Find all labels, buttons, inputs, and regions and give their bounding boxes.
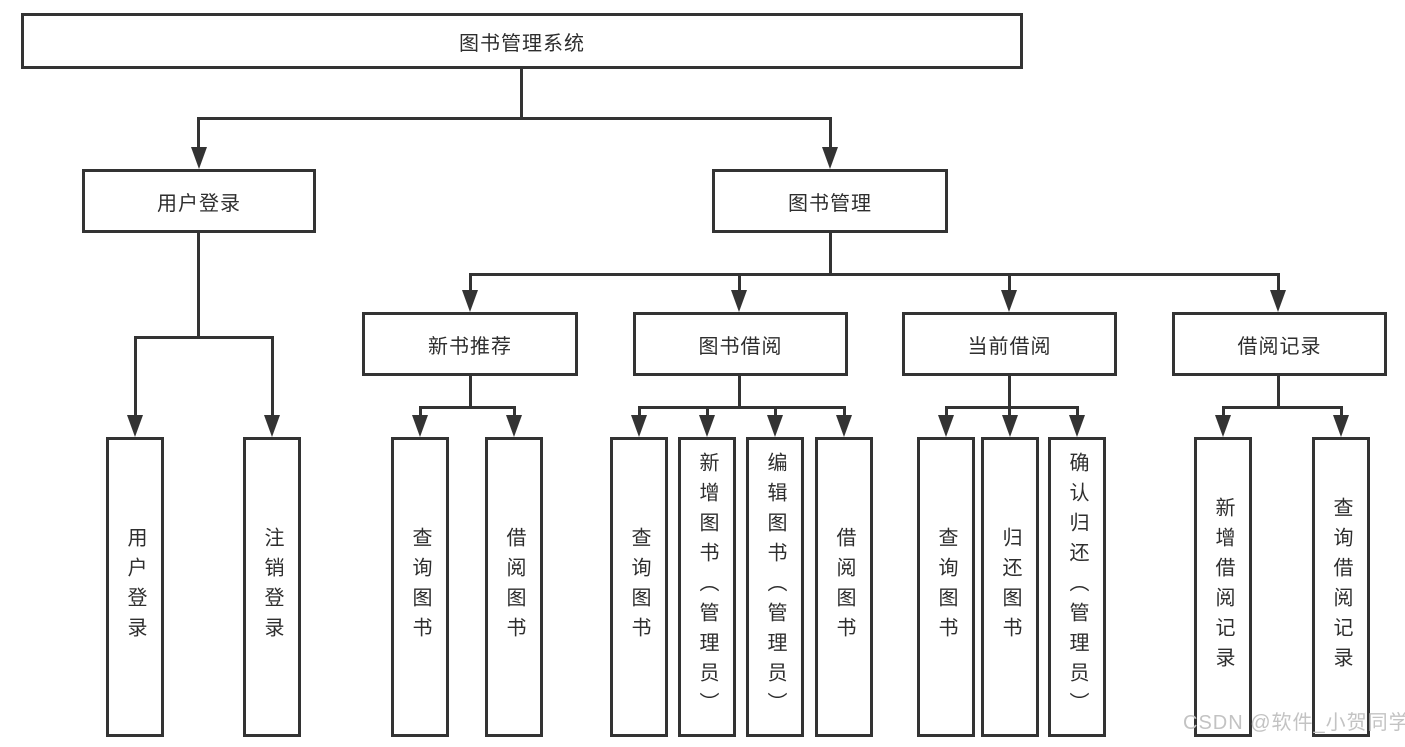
edge-to-return-book [1008,406,1011,418]
arrowhead-add-borrow-record [1215,415,1231,437]
leaf-query-books-3: 查询图书 [917,437,975,737]
leaf-edit-book-admin: 编辑图书（管理员） [746,437,804,737]
edge-to-book-management [829,117,832,150]
edge-book-management-stem [829,233,832,276]
edge-to-add-book [706,406,709,418]
arrowhead-return-book [1002,415,1018,437]
edge-current-borrow-stem [1008,376,1011,409]
arrowhead-current-borrow [1001,290,1017,312]
arrowhead-user-login [191,147,207,169]
leaf-logout: 注销登录 [243,437,301,737]
edge-new-book-rail [419,406,516,409]
node-book-borrowing: 图书借阅 [633,312,848,376]
edge-book-borrow-rail [638,406,846,409]
node-borrowing-records: 借阅记录 [1172,312,1387,376]
arrowhead-borrow-books-2 [836,415,852,437]
arrowhead-confirm-return [1069,415,1085,437]
arrowhead-borrow-records [1270,290,1286,312]
edge-root-stem [520,68,523,120]
leaf-borrow-books-2: 借阅图书 [815,437,873,737]
node-new-book-recommendation: 新书推荐 [362,312,578,376]
edge-to-borrow-records [1277,273,1280,293]
leaf-user-login: 用户登录 [106,437,164,737]
branch-book-management: 图书管理 [712,169,948,233]
edge-to-edit-book [774,406,777,418]
leaf-query-borrow-record: 查询借阅记录 [1312,437,1370,737]
edge-to-confirm-return [1076,406,1079,418]
edge-book-management-rail [469,273,1280,276]
arrowhead-leaf-logout [264,415,280,437]
leaf-borrow-books-1: 借阅图书 [485,437,543,737]
edge-book-borrow-stem [738,376,741,409]
csdn-watermark: CSDN @软件_小贺同学 [1183,712,1405,734]
edge-to-query-books-3 [945,406,948,418]
edge-to-query-borrow-record [1340,406,1343,418]
arrowhead-new-book [462,290,478,312]
arrowhead-leaf-user-login [127,415,143,437]
edge-to-leaf-logout [271,336,274,418]
edge-to-book-borrow [738,273,741,293]
arrowhead-query-books-3 [938,415,954,437]
edge-to-query-books-1 [419,406,422,418]
edge-user-login-rail [134,336,274,339]
edge-root-rail [197,117,832,120]
edge-user-login-stem [197,233,200,339]
edge-to-leaf-user-login [134,336,137,418]
edge-borrow-records-stem [1277,376,1280,409]
arrowhead-add-book [699,415,715,437]
arrowhead-book-borrow [731,290,747,312]
edge-borrow-records-rail [1222,406,1343,409]
node-current-borrowing: 当前借阅 [902,312,1117,376]
edge-to-borrow-books-2 [843,406,846,418]
arrowhead-book-management [822,147,838,169]
edge-current-borrow-rail [945,406,1079,409]
branch-user-login: 用户登录 [82,169,316,233]
leaf-query-books-2: 查询图书 [610,437,668,737]
edge-to-new-book [469,273,472,293]
leaf-query-books-1: 查询图书 [391,437,449,737]
leaf-confirm-return-admin: 确认归还（管理员） [1048,437,1106,737]
arrowhead-edit-book [767,415,783,437]
edge-to-query-books-2 [638,406,641,418]
arrowhead-query-books-2 [631,415,647,437]
edge-to-current-borrow [1008,273,1011,293]
leaf-add-borrow-record: 新增借阅记录 [1194,437,1252,737]
edge-to-borrow-books-1 [513,406,516,418]
arrowhead-query-borrow-record [1333,415,1349,437]
leaf-add-book-admin: 新增图书（管理员） [678,437,736,737]
edge-to-add-borrow-record [1222,406,1225,418]
edge-new-book-stem [469,376,472,409]
edge-to-user-login [197,117,200,150]
root-node: 图书管理系统 [21,13,1023,69]
arrowhead-borrow-books-1 [506,415,522,437]
leaf-return-book: 归还图书 [981,437,1039,737]
arrowhead-query-books-1 [412,415,428,437]
